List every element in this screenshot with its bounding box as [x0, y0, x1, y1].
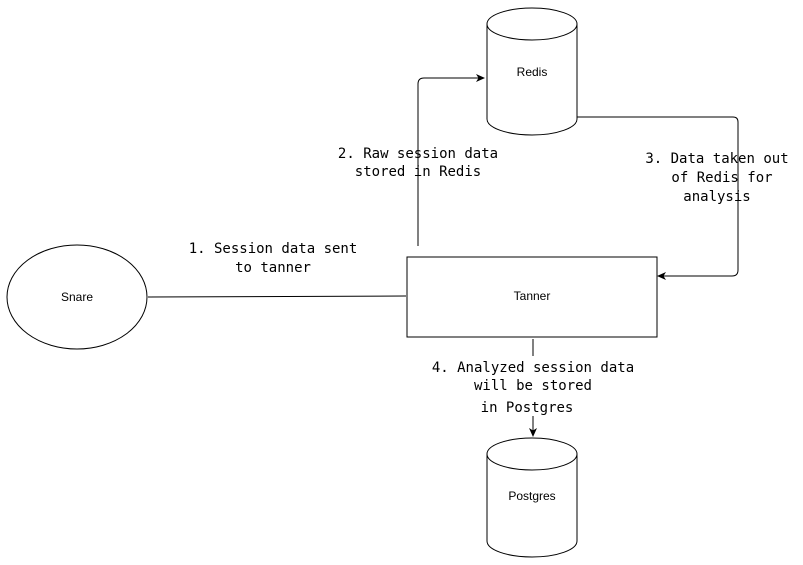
edge-label-analyzed-stored: 4. Analyzed session data will be stored … — [432, 360, 634, 416]
edge-label-analyzed-stored-line-1: 4. Analyzed session data — [432, 360, 634, 376]
edge-label-data-taken-line-3: analysis — [683, 189, 750, 205]
edge-label-session-sent-line-2: to tanner — [235, 260, 311, 276]
node-snare-label: Snare — [61, 290, 93, 304]
node-postgres-label: Postgres — [508, 489, 555, 503]
edge-label-session-sent-line-1: 1. Session data sent — [189, 241, 358, 257]
edge-label-analyzed-stored-line-3: in Postgres — [481, 400, 574, 416]
node-tanner[interactable]: Tanner — [406, 256, 658, 338]
edge-label-analyzed-stored-line-2: will be stored — [474, 378, 592, 394]
edge-label-raw-stored: 2. Raw session data stored in Redis — [338, 146, 498, 180]
node-tanner-label: Tanner — [514, 289, 551, 303]
edge-tanner-to-redis — [417, 74, 485, 246]
node-redis-label: Redis — [517, 65, 548, 79]
edge-label-raw-stored-line-1: 2. Raw session data — [338, 146, 498, 162]
node-snare[interactable]: Snare — [6, 244, 148, 350]
edge-snare-to-tanner — [147, 295, 407, 298]
edge-label-data-taken: 3. Data taken out of Redis for analysis — [645, 151, 788, 205]
node-redis[interactable]: Redis — [486, 7, 578, 136]
edge-label-raw-stored-line-2: stored in Redis — [355, 164, 481, 180]
edge-label-data-taken-line-1: 3. Data taken out — [645, 151, 788, 167]
edge-label-data-taken-line-2: of Redis for — [671, 170, 772, 186]
edge-label-session-sent: 1. Session data sent to tanner — [189, 241, 358, 276]
edge-redis-to-tanner — [577, 116, 739, 280]
node-postgres[interactable]: Postgres — [486, 437, 578, 558]
